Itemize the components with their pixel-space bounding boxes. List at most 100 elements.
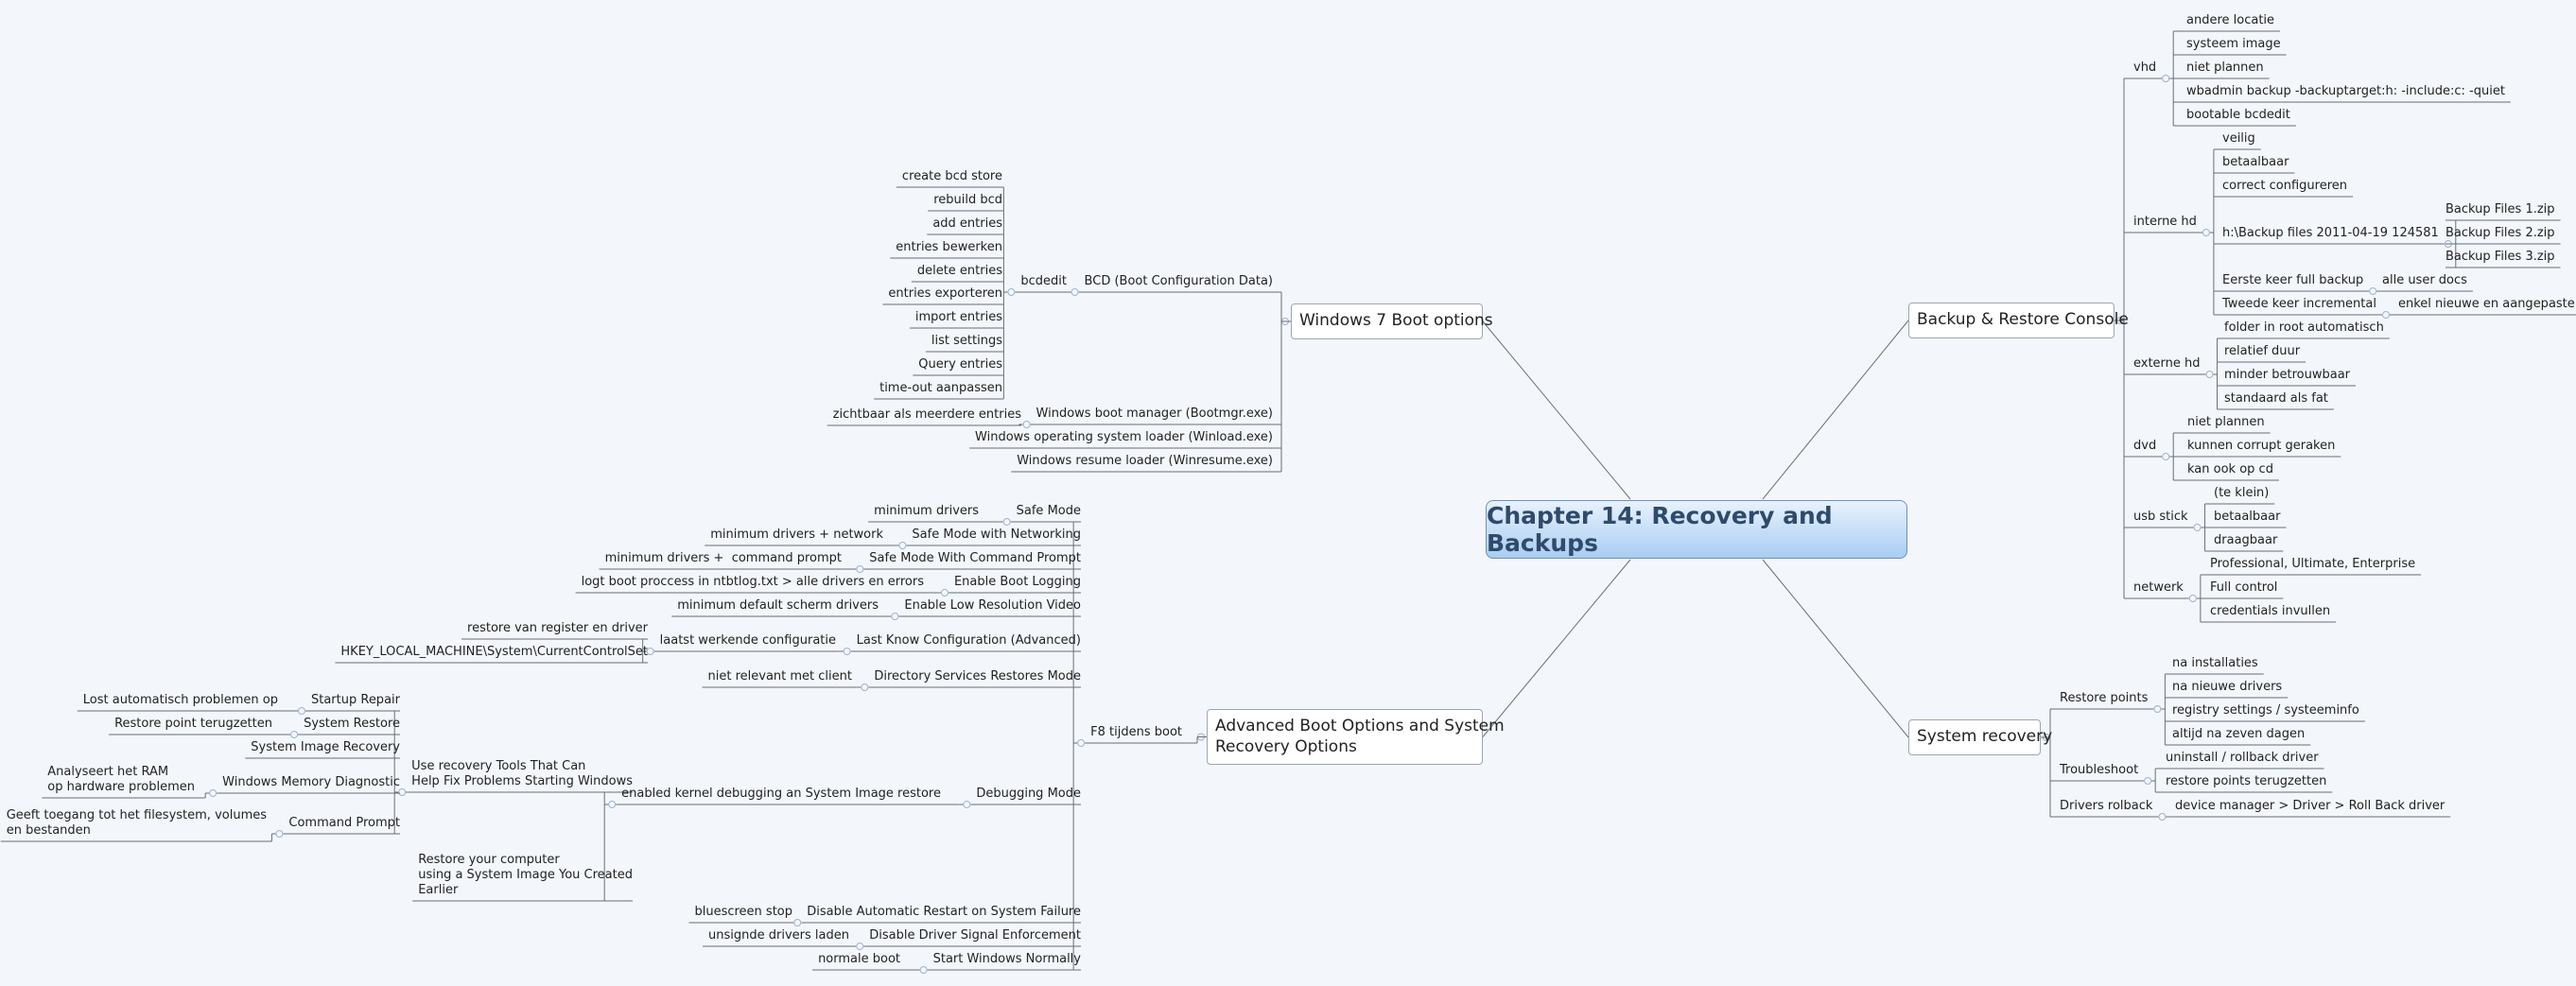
main-topic-brc[interactable]: Backup & Restore Console — [1908, 303, 2129, 338]
topic-windows-resume-loader-winresume-exe[interactable]: Windows resume loader (Winresume.exe) — [1017, 454, 1273, 468]
topic-add-entries[interactable]: add entries — [932, 216, 1002, 231]
topic-kunnen-corrupt-geraken[interactable]: kunnen corrupt geraken — [2187, 439, 2336, 453]
topic-debugging-mode[interactable]: Debugging Mode — [976, 787, 1081, 801]
topic-minimum-default-scherm-drivers[interactable]: minimum default scherm drivers — [677, 598, 879, 613]
topic-restore-point-terugzetten[interactable]: Restore point terugzetten — [114, 717, 272, 731]
topic-rebuild-bcd[interactable]: rebuild bcd — [933, 193, 1002, 207]
topic-backup-files-3-zip[interactable]: Backup Files 3.zip — [2445, 250, 2555, 264]
topic-zichtbaar-als-meerdere-entries[interactable]: zichtbaar als meerdere entries — [832, 407, 1021, 422]
topic-niet-relevant-met-client[interactable]: niet relevant met client — [707, 669, 852, 683]
topic-draagbaar[interactable]: draagbaar — [2214, 533, 2278, 547]
topic-niet-plannen[interactable]: niet plannen — [2186, 61, 2264, 75]
topic-device-manager-driver-roll-back-driver[interactable]: device manager > Driver > Roll Back driv… — [2175, 799, 2445, 813]
topic-lost-automatisch-problemen-op[interactable]: Lost automatisch problemen op — [82, 693, 278, 707]
topic-unsignde-drivers-laden[interactable]: unsignde drivers laden — [708, 928, 849, 943]
topic-analyseert-het-ram-op-hardware-problemen[interactable]: Analyseert het RAM op hardware problemen — [47, 765, 195, 794]
topic-safe-mode-with-networking[interactable]: Safe Mode with Networking — [912, 528, 1081, 542]
topic-logt-boot-proccess-in-ntbtlog-txt-alle-d[interactable]: logt boot proccess in ntbtlog.txt > alle… — [581, 575, 924, 589]
topic-h-backup-files-2011-04-19-124581[interactable]: h:\Backup files 2011-04-19 124581 — [2222, 226, 2439, 240]
topic-uninstall-rollback-driver[interactable]: uninstall / rollback driver — [2166, 751, 2319, 765]
topic-registry-settings-systeeminfo[interactable]: registry settings / systeeminfo — [2172, 703, 2359, 718]
topic-full-control[interactable]: Full control — [2210, 580, 2278, 595]
topic-list-settings[interactable]: list settings — [931, 334, 1002, 348]
topic-safe-mode-with-command-prompt[interactable]: Safe Mode With Command Prompt — [869, 551, 1081, 565]
topic-use-recovery-tools-that-can-help-fix-pro[interactable]: Use recovery Tools That Can Help Fix Pro… — [411, 759, 633, 788]
topic-safe-mode[interactable]: Safe Mode — [1016, 504, 1081, 518]
topic-system-image-recovery[interactable]: System Image Recovery — [251, 740, 400, 754]
topic-dvd[interactable]: dvd — [2133, 439, 2157, 453]
topic-minder-betrouwbaar[interactable]: minder betrouwbaar — [2224, 368, 2351, 382]
topic-bcd-boot-configuration-data[interactable]: BCD (Boot Configuration Data) — [1084, 274, 1273, 288]
topic-windows-boot-manager-bootmgr-exe[interactable]: Windows boot manager (Bootmgr.exe) — [1036, 407, 1273, 421]
topic-disable-driver-signal-enforcement[interactable]: Disable Driver Signal Enforcement — [869, 928, 1081, 943]
topic-relatief-duur[interactable]: relatief duur — [2224, 344, 2301, 358]
topic-enkel-nieuwe-en-aangepaste[interactable]: enkel nieuwe en aangepaste — [2398, 297, 2575, 311]
topic-query-entries[interactable]: Query entries — [918, 357, 1002, 372]
topic-altijd-na-zeven-dagen[interactable]: altijd na zeven dagen — [2172, 727, 2306, 741]
topic-kan-ook-op-cd[interactable]: kan ook op cd — [2187, 462, 2273, 476]
topic-import-entries[interactable]: import entries — [914, 310, 1002, 324]
topic-restore-points[interactable]: Restore points — [2060, 691, 2149, 705]
topic-wbadmin-backup-backuptarget-h-include-c-[interactable]: wbadmin backup -backuptarget:h: -include… — [2186, 84, 2505, 98]
topic-alle-user-docs[interactable]: alle user docs — [2382, 273, 2467, 287]
topic-restore-your-computer-using-a-system-ima[interactable]: Restore your computer using a System Ima… — [418, 853, 633, 897]
topic-restore-points-terugzetten[interactable]: restore points terugzetten — [2166, 774, 2327, 788]
topic-enable-boot-logging[interactable]: Enable Boot Logging — [953, 575, 1081, 589]
topic-externe-hd[interactable]: externe hd — [2133, 356, 2201, 371]
topic-minimum-drivers[interactable]: minimum drivers — [874, 504, 979, 518]
central-topic[interactable]: Chapter 14: Recovery and Backups — [1486, 500, 1907, 559]
topic-entries-bewerken[interactable]: entries bewerken — [896, 240, 1002, 254]
topic-bootable-bcdedit[interactable]: bootable bcdedit — [2186, 108, 2290, 122]
topic-bluescreen-stop[interactable]: bluescreen stop — [694, 905, 792, 919]
main-topic-adv[interactable]: Advanced Boot Options and System Recover… — [1207, 709, 1505, 765]
topic-laatst-werkende-configuratie[interactable]: laatst werkende configuratie — [659, 633, 836, 648]
topic-andere-locatie[interactable]: andere locatie — [2186, 13, 2275, 27]
topic-minimum-drivers-network[interactable]: minimum drivers + network — [710, 528, 883, 542]
topic-tweede-keer-incremental[interactable]: Tweede keer incremental — [2222, 297, 2376, 311]
topic-geeft-toegang-tot-het-filesystem-volumes[interactable]: Geeft toegang tot het filesystem, volume… — [6, 808, 267, 838]
topic-enabled-kernel-debugging-an-system-image[interactable]: enabled kernel debugging an System Image… — [621, 787, 941, 801]
topic-betaalbaar[interactable]: betaalbaar — [2214, 510, 2281, 524]
main-topic-sysrec[interactable]: System recovery — [1908, 719, 2052, 755]
topic-normale-boot[interactable]: normale boot — [818, 952, 900, 966]
topic-backup-files-1-zip[interactable]: Backup Files 1.zip — [2445, 202, 2555, 216]
topic-correct-configureren[interactable]: correct configureren — [2222, 179, 2348, 193]
topic-disable-automatic-restart-on-system-fail[interactable]: Disable Automatic Restart on System Fail… — [807, 905, 1081, 919]
topic-na-nieuwe-drivers[interactable]: na nieuwe drivers — [2172, 680, 2283, 694]
topic-betaalbaar[interactable]: betaalbaar — [2222, 155, 2289, 169]
topic-systeem-image[interactable]: systeem image — [2186, 37, 2281, 51]
topic-folder-in-root-automatisch[interactable]: folder in root automatisch — [2224, 320, 2384, 335]
topic-hkey-local-machine-system-currentcontrol[interactable]: HKEY_LOCAL_MACHINE\System\CurrentControl… — [340, 645, 648, 659]
topic-windows-memory-diagnostic[interactable]: Windows Memory Diagnostic — [222, 775, 400, 789]
topic-directory-services-restores-mode[interactable]: Directory Services Restores Mode — [874, 669, 1081, 683]
topic-command-prompt[interactable]: Command Prompt — [288, 816, 400, 830]
topic-create-bcd-store[interactable]: create bcd store — [901, 169, 1002, 183]
topic-startup-repair[interactable]: Startup Repair — [310, 693, 400, 707]
topic-interne-hd[interactable]: interne hd — [2133, 215, 2197, 229]
topic-last-know-configuration-advanced[interactable]: Last Know Configuration (Advanced) — [856, 633, 1081, 648]
topic-f8-tijdens-boot[interactable]: F8 tijdens boot — [1090, 725, 1182, 739]
topic-enable-low-resolution-video[interactable]: Enable Low Resolution Video — [904, 598, 1081, 613]
topic-backup-files-2-zip[interactable]: Backup Files 2.zip — [2445, 226, 2555, 240]
topic-standaard-als-fat[interactable]: standaard als fat — [2224, 391, 2328, 406]
topic-niet-plannen[interactable]: niet plannen — [2187, 415, 2265, 429]
topic-entries-exporteren[interactable]: entries exporteren — [888, 286, 1002, 301]
topic-usb-stick[interactable]: usb stick — [2133, 510, 2188, 524]
topic-na-installaties[interactable]: na installaties — [2172, 656, 2258, 670]
topic-vhd[interactable]: vhd — [2133, 61, 2157, 75]
topic-bcdedit[interactable]: bcdedit — [1020, 274, 1067, 288]
topic-windows-operating-system-loader-winload-[interactable]: Windows operating system loader (Winload… — [975, 430, 1273, 444]
topic-troubleshoot[interactable]: Troubleshoot — [2060, 763, 2139, 777]
topic-minimum-drivers-command-prompt[interactable]: minimum drivers + command prompt — [604, 551, 842, 565]
topic-te-klein[interactable]: (te klein) — [2214, 486, 2270, 500]
topic-netwerk[interactable]: netwerk — [2133, 580, 2184, 595]
topic-restore-van-register-en-driver[interactable]: restore van register en driver — [467, 621, 648, 635]
topic-delete-entries[interactable]: delete entries — [916, 264, 1002, 278]
topic-eerste-keer-full-backup[interactable]: Eerste keer full backup — [2222, 273, 2364, 287]
topic-credentials-invullen[interactable]: credentials invullen — [2210, 604, 2331, 618]
topic-start-windows-normally[interactable]: Start Windows Normally — [932, 952, 1081, 966]
topic-professional-ultimate-enterprise[interactable]: Professional, Ultimate, Enterprise — [2210, 557, 2416, 571]
topic-time-out-aanpassen[interactable]: time-out aanpassen — [879, 381, 1002, 395]
main-topic-win7[interactable]: Windows 7 Boot options — [1291, 303, 1493, 339]
topic-system-restore[interactable]: System Restore — [304, 717, 400, 731]
